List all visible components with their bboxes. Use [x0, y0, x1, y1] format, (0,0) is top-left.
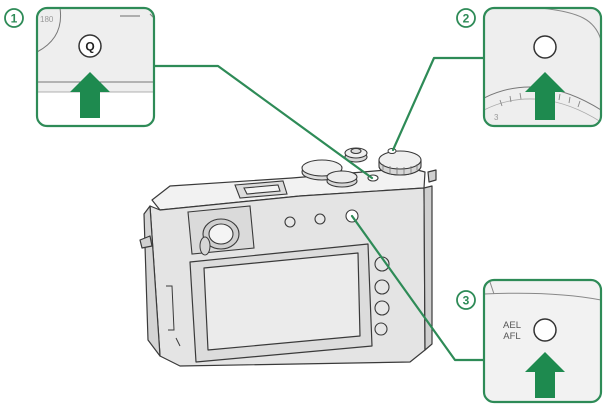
- press-arrow-icon: [525, 72, 565, 120]
- afl-label: AFL: [503, 331, 520, 342]
- press-arrow-icon: [525, 352, 565, 398]
- ael-afl-button: [533, 318, 557, 342]
- callout-3-number: 3: [463, 293, 470, 307]
- callout-2-badge: 2: [456, 8, 476, 28]
- callout-1-badge: 1: [4, 8, 24, 28]
- leader-lines: [152, 56, 486, 362]
- callout-2-panel: 3: [482, 6, 603, 128]
- hot-shoe: [234, 180, 288, 199]
- svg-text:3: 3: [494, 113, 499, 122]
- callout-1-panel: 180: [35, 6, 156, 128]
- top-button-on-camera: [387, 148, 397, 154]
- callout-3-badge: 3: [456, 290, 476, 310]
- diopter-wheel: [199, 236, 211, 256]
- press-arrow-icon: [70, 72, 110, 118]
- shutter-button: [344, 147, 368, 163]
- callout-1-number: 1: [11, 11, 18, 25]
- ael-label: AEL: [503, 320, 521, 331]
- q-button-label: Q: [85, 40, 94, 54]
- callout-3-panel: [482, 278, 603, 404]
- leader-line-2: [391, 56, 486, 152]
- top-button: [533, 35, 557, 59]
- svg-text:180: 180: [40, 15, 54, 24]
- lcd-monitor: [189, 243, 373, 363]
- grip-details: [166, 285, 181, 347]
- leader-line-3: [350, 214, 486, 362]
- iso-dial: [326, 170, 358, 188]
- side-buttons: [374, 256, 390, 336]
- viewfinder: [187, 205, 255, 255]
- q-button: [78, 34, 102, 58]
- leader-line-1: [152, 64, 374, 180]
- callout-2-number: 2: [463, 11, 470, 25]
- exposure-compensation-dial: [378, 150, 422, 176]
